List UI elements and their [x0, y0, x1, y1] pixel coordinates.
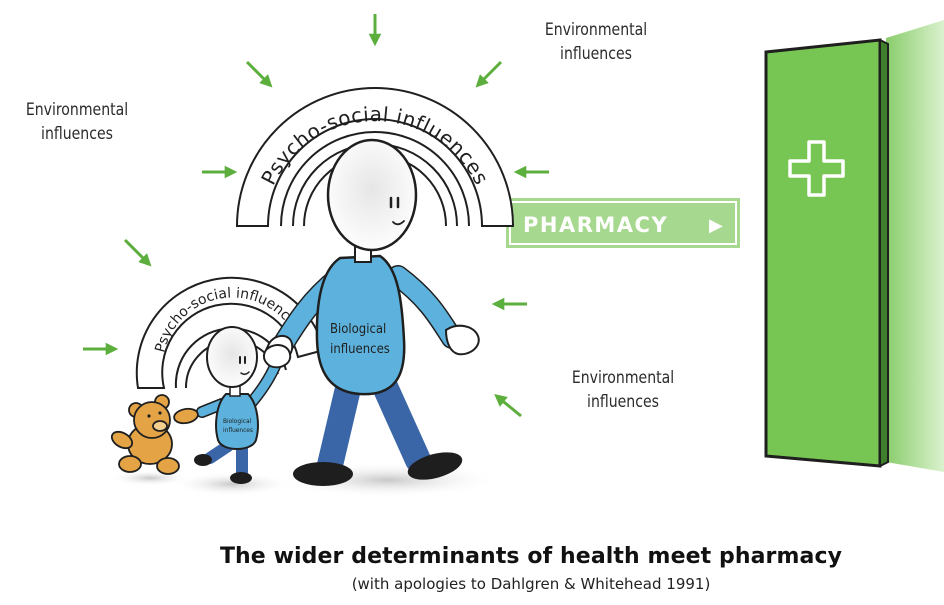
environmental-label-line: Environmental — [25, 100, 129, 120]
env-arrow — [475, 60, 503, 88]
pharmacy-sign-label: PHARMACY — [523, 213, 668, 237]
child-torso — [215, 393, 259, 450]
environmental-label-line: Environmental — [571, 368, 675, 388]
child-shoe — [194, 454, 212, 466]
child-body-label: Biological influences — [223, 417, 253, 434]
teddy-leg — [118, 455, 142, 473]
child-figure: Biological influences — [194, 326, 282, 484]
adult-body-label-line2: influences — [330, 342, 390, 357]
teddy-eye — [158, 411, 162, 415]
env-arrow — [245, 60, 273, 88]
environmental-label-line: influences — [41, 124, 113, 144]
child-back-leg — [204, 440, 234, 464]
child-shoe — [230, 472, 252, 484]
pharmacy-door — [764, 20, 944, 472]
environmental-label-line: influences — [560, 44, 632, 64]
teddy-head — [133, 401, 171, 439]
env-arrow — [494, 394, 522, 418]
adult-body-label: Biological influences — [330, 322, 390, 357]
pharmacy-sign-arrow: ▶ — [709, 215, 723, 236]
teddy-leg — [156, 457, 180, 475]
adult-torso — [315, 254, 406, 396]
teddy-arm — [110, 430, 134, 450]
child-shadow — [172, 472, 292, 496]
figure-subtitle-text: (with apologies to Dahlgren & Whitehead … — [351, 575, 711, 593]
pharmacy-sign: PHARMACY ▶ — [506, 198, 740, 248]
adult-shoe — [407, 452, 463, 480]
figure-title-text: The wider determinants of health meet ph… — [219, 544, 843, 569]
door-panel — [764, 38, 882, 468]
child-mouth — [240, 371, 250, 376]
teddy-bear — [110, 394, 199, 475]
door-light-beam — [886, 20, 944, 472]
env-arrow — [123, 238, 152, 267]
teddy-muzzle — [152, 420, 168, 432]
teddy-arm — [173, 407, 199, 425]
adult-front-leg — [369, 367, 431, 473]
environmental-label-line: influences — [587, 392, 659, 412]
environmental-arrows — [83, 14, 549, 418]
adult-figure: Biological influences — [265, 138, 480, 486]
adult-mouth — [392, 220, 405, 226]
cross-icon — [788, 140, 845, 197]
environmental-label-left: Environmental influences — [0, 98, 155, 146]
child-body-label-line1: Biological — [223, 417, 252, 425]
adult-body-label-line1: Biological — [330, 322, 386, 337]
environmental-label-line: Environmental — [544, 20, 648, 40]
door-edge — [879, 38, 889, 468]
adult-shoe — [293, 462, 353, 486]
figure-title: The wider determinants of health meet ph… — [0, 544, 944, 569]
child-head — [206, 326, 258, 388]
adult-head — [326, 138, 418, 252]
environmental-label-top-right: Environmental influences — [518, 18, 674, 66]
figure-subtitle: (with apologies to Dahlgren & Whitehead … — [0, 575, 944, 593]
holding-hands — [262, 344, 292, 369]
child-body-label-line2: influences — [223, 426, 253, 434]
teddy-eye — [147, 414, 151, 418]
adult-back-leg — [317, 367, 363, 478]
environmental-label-bottom-right: Environmental influences — [545, 366, 701, 414]
teddy-shadow — [110, 470, 190, 486]
adult-hand — [444, 324, 480, 356]
